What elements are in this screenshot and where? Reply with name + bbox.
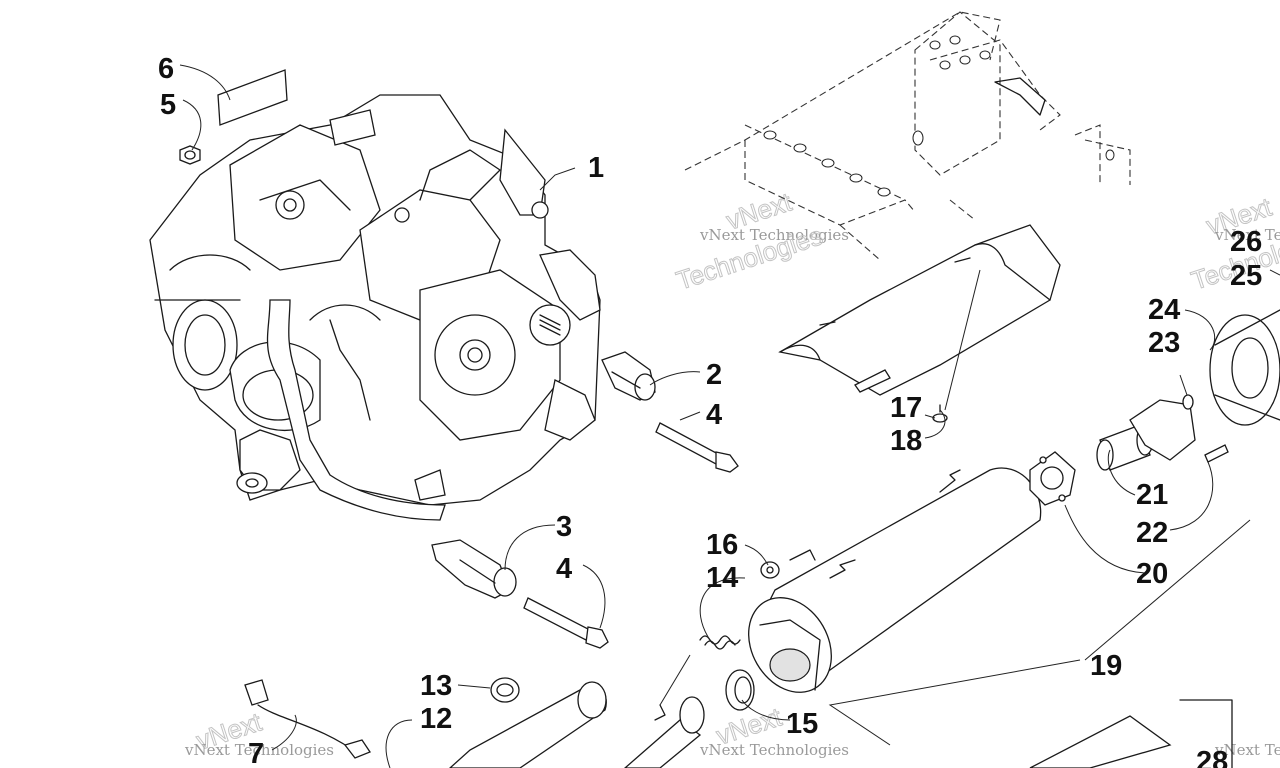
callout-4: 4	[556, 553, 572, 585]
callout-24: 24	[1148, 294, 1180, 326]
frame-outline	[684, 11, 1131, 261]
callout-18: 18	[890, 425, 922, 457]
leader-lines	[179, 64, 1280, 768]
washer-part-23	[1182, 394, 1194, 410]
callout-1: 1	[588, 152, 604, 184]
bolt-part-4a	[655, 422, 739, 473]
callout-17: 17	[890, 392, 922, 424]
callout-13: 13	[420, 670, 452, 702]
bolt-part-4b	[523, 597, 609, 649]
engine-assembly	[149, 94, 601, 521]
callout-21: 21	[1136, 479, 1168, 511]
bag-part-28	[1029, 699, 1233, 768]
flange-part-24	[1209, 309, 1280, 426]
watermark-small: vNext Technologies	[699, 741, 849, 759]
seal-part-15	[725, 669, 755, 711]
tube-part-21	[1096, 399, 1196, 471]
callout-5: 5	[160, 89, 176, 121]
muffler-part-19	[748, 467, 1042, 693]
washer-part-16	[760, 561, 780, 579]
callout-22: 22	[1136, 517, 1168, 549]
bolt-part-22	[1204, 444, 1229, 463]
callout-4: 4	[706, 399, 722, 431]
clamp-part-13	[490, 677, 520, 703]
spring-part-14	[699, 635, 741, 650]
exhaust-pipe	[624, 696, 705, 768]
watermark-small: vNext Technologies	[184, 741, 334, 759]
callout-28: 28	[1196, 746, 1228, 768]
decal-part-6	[217, 69, 288, 126]
callout-20: 20	[1136, 558, 1168, 590]
callout-19: 19	[1090, 650, 1122, 682]
callout-16: 16	[706, 529, 738, 561]
callout-labels: 1 2 3 4 4 5 6 7 12 13 14 15 16 17 18 19 …	[158, 53, 1262, 768]
callout-2: 2	[706, 359, 722, 391]
callout-12: 12	[420, 703, 452, 735]
callout-14: 14	[706, 562, 738, 594]
callout-15: 15	[786, 708, 818, 740]
callout-23: 23	[1148, 327, 1180, 359]
heat-shield-part-17	[778, 224, 1061, 396]
gasket-part-20	[1029, 451, 1076, 506]
callout-26: 26	[1230, 226, 1262, 258]
watermark-small: vNext Technologies	[699, 226, 849, 244]
callout-25: 25	[1230, 260, 1262, 292]
watermark-small: vNext Technologies	[1214, 226, 1280, 244]
mount-part-2	[601, 351, 656, 401]
mount-part-3	[431, 539, 517, 599]
screw-part-18	[932, 404, 948, 423]
nut-part-5	[179, 145, 201, 165]
sensor-part-7	[244, 679, 371, 759]
callout-7: 7	[248, 738, 264, 768]
watermark-small: vNext Technologies	[1214, 741, 1280, 759]
tube-part-12	[449, 681, 607, 768]
callout-6: 6	[158, 53, 174, 85]
callout-3: 3	[556, 511, 572, 543]
